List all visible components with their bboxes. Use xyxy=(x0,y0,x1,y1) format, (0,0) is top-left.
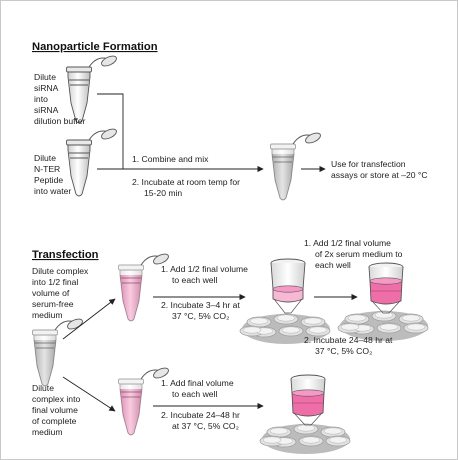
lower-branch-arrow xyxy=(62,376,116,412)
lower-step2: 2. Incubate 24–48 hr at 37 °C, 5% CO₂ xyxy=(161,410,242,431)
upper-well xyxy=(270,258,306,314)
upper-branch-arrow xyxy=(62,298,116,340)
nanoparticle-formation-title: Nanoparticle Formation xyxy=(32,41,158,53)
use-label: Use for transfection assays or store at … xyxy=(331,159,428,180)
upper-pink-tube xyxy=(118,253,169,322)
top-step2: 2. Incubate 24–48 hr at 37 °C, 5% CO₂ xyxy=(304,335,395,356)
nanoparticle-tube xyxy=(270,132,321,201)
upper-step2: 2. Incubate 3–4 hr at 37 °C, 5% CO₂ xyxy=(161,300,242,321)
upper-step1: 1. Add 1/2 final volume to each well xyxy=(161,264,250,285)
combine-step: 1. Combine and mix xyxy=(132,154,209,164)
lower-pink-tube xyxy=(118,367,169,436)
combine-bracket xyxy=(97,93,124,170)
right-well xyxy=(368,262,404,314)
nter-tube xyxy=(66,128,117,197)
sirna-tube xyxy=(66,55,117,124)
top-step1: 1. Add 1/2 final volume of 2x serum medi… xyxy=(304,238,405,270)
lower-plate xyxy=(259,423,351,455)
nter-tube-label: Dilute N-TER Peptide into water xyxy=(34,153,71,196)
lower-well xyxy=(290,374,326,426)
sirna-tube-label: Dilute siRNA into siRNA dilution buffer xyxy=(34,72,86,126)
lower-dilute-label: Dilute complex into final volume of comp… xyxy=(32,383,83,437)
lower-step1: 1. Add final volume to each well xyxy=(161,378,236,399)
complex-tube xyxy=(32,318,83,387)
upper-dilute-label: Dilute complex into 1/2 final volume of … xyxy=(32,266,91,320)
incubate-step: 2. Incubate at room temp for 15-20 min xyxy=(132,177,242,198)
transfection-title: Transfection xyxy=(32,249,99,261)
